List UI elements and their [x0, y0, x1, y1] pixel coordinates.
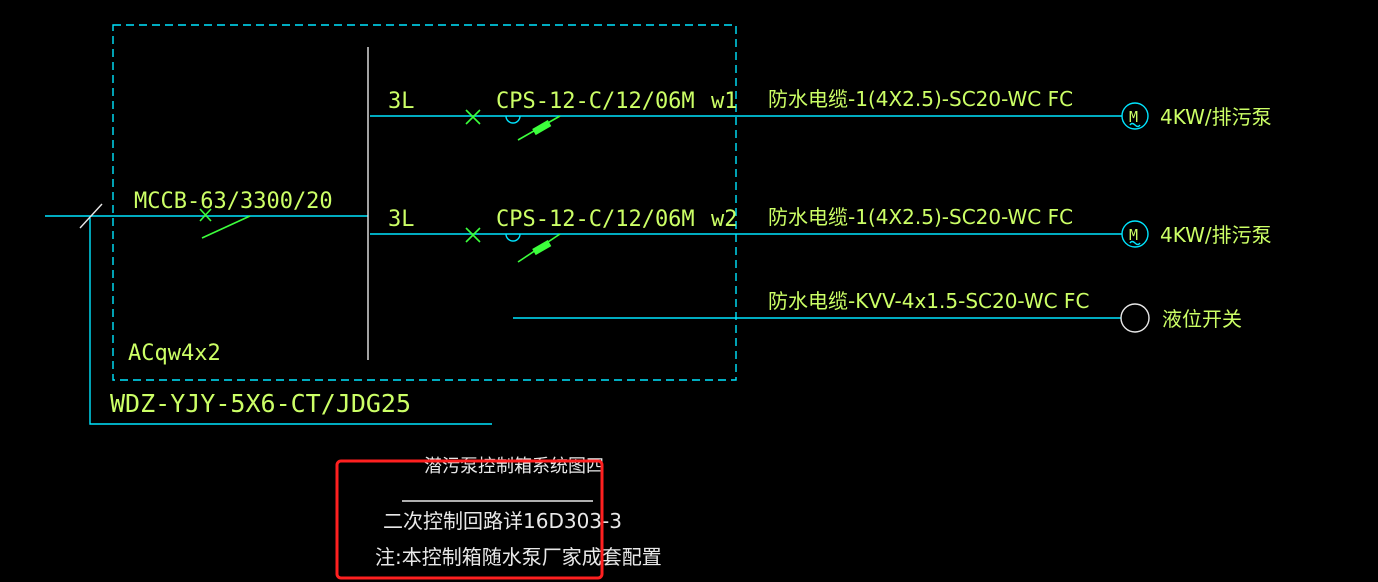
circuit-2-motor-icon — [1121, 220, 1149, 248]
notes-line-1: 二次控制回路详16D303-3 — [383, 509, 622, 533]
circuit-1-load: 4KW/排污泵 — [1160, 105, 1272, 129]
circuit-1-cable: 防水电缆-1(4X2.5)-SC20-WC FC — [768, 87, 1073, 111]
circuit-1-fuse-mark — [532, 120, 552, 136]
incoming-breaker-label: MCCB-63/3300/20 — [134, 189, 333, 214]
circuit-1-motor-icon — [1121, 102, 1149, 130]
circuit-2-cable: 防水电缆-1(4X2.5)-SC20-WC FC — [768, 205, 1073, 229]
notes-line-2: 注:本控制箱随水泵厂家成套配置 — [375, 545, 662, 569]
incoming-breaker-x-mark-2 — [199, 208, 212, 222]
circuit-1-arc-mark — [505, 115, 521, 124]
notes-title: 潜污泵控制箱系统图四 — [424, 456, 604, 477]
circuit-2-x-mark-2 — [465, 227, 481, 243]
highlight-box — [335, 459, 604, 580]
circuit-2-id: w2 — [711, 207, 738, 232]
feeder-cable-route — [89, 218, 492, 425]
circuit-1-motor-letter: M — [1129, 108, 1138, 126]
circuit-2-device: CPS-12-C/12/06M — [496, 207, 695, 232]
circuit-2-motor-letter: M — [1129, 226, 1138, 244]
control-box-enclosure — [112, 24, 737, 381]
circuit-3: 防水电缆-KVV-4x1.5-SC20-WC FC 液位开关 — [513, 289, 1242, 333]
incoming-breaker-contact — [201, 215, 251, 239]
circuit-1-phase: 3L — [388, 89, 415, 114]
circuit-2-load: 4KW/排污泵 — [1160, 223, 1272, 247]
incoming-slash-mark — [79, 203, 103, 229]
circuit-2-phase: 3L — [388, 207, 415, 232]
circuit-1-x-mark-2 — [465, 109, 481, 125]
circuit-1-motor-tilde — [1129, 122, 1141, 128]
circuit-1-device: CPS-12-C/12/06M — [496, 89, 695, 114]
feeder-cable-label: WDZ-YJY-5X6-CT/JDG25 — [110, 389, 411, 418]
circuit-3-load: 液位开关 — [1162, 307, 1242, 331]
circuit-2: M 3L CPS-12-C/12/06M w2 防水电缆-1(4X2.5)-SC… — [370, 205, 1272, 263]
level-switch-icon — [1120, 303, 1150, 333]
circuit-2-arc-mark — [505, 233, 521, 242]
circuit-1: M 3L CPS-12-C/12/06M w1 防水电缆-1(4X2.5)-SC… — [370, 87, 1272, 141]
circuit-1-id: w1 — [711, 89, 738, 114]
circuit-3-cable: 防水电缆-KVV-4x1.5-SC20-WC FC — [768, 289, 1089, 313]
box-code-label: ACqw4x2 — [128, 341, 221, 366]
notes-block: 潜污泵控制箱系统图四 二次控制回路详16D303-3 注:本控制箱随水泵厂家成套… — [375, 456, 662, 569]
circuit-2-motor-tilde — [1129, 240, 1141, 246]
circuit-2-fuse-mark — [532, 240, 552, 256]
